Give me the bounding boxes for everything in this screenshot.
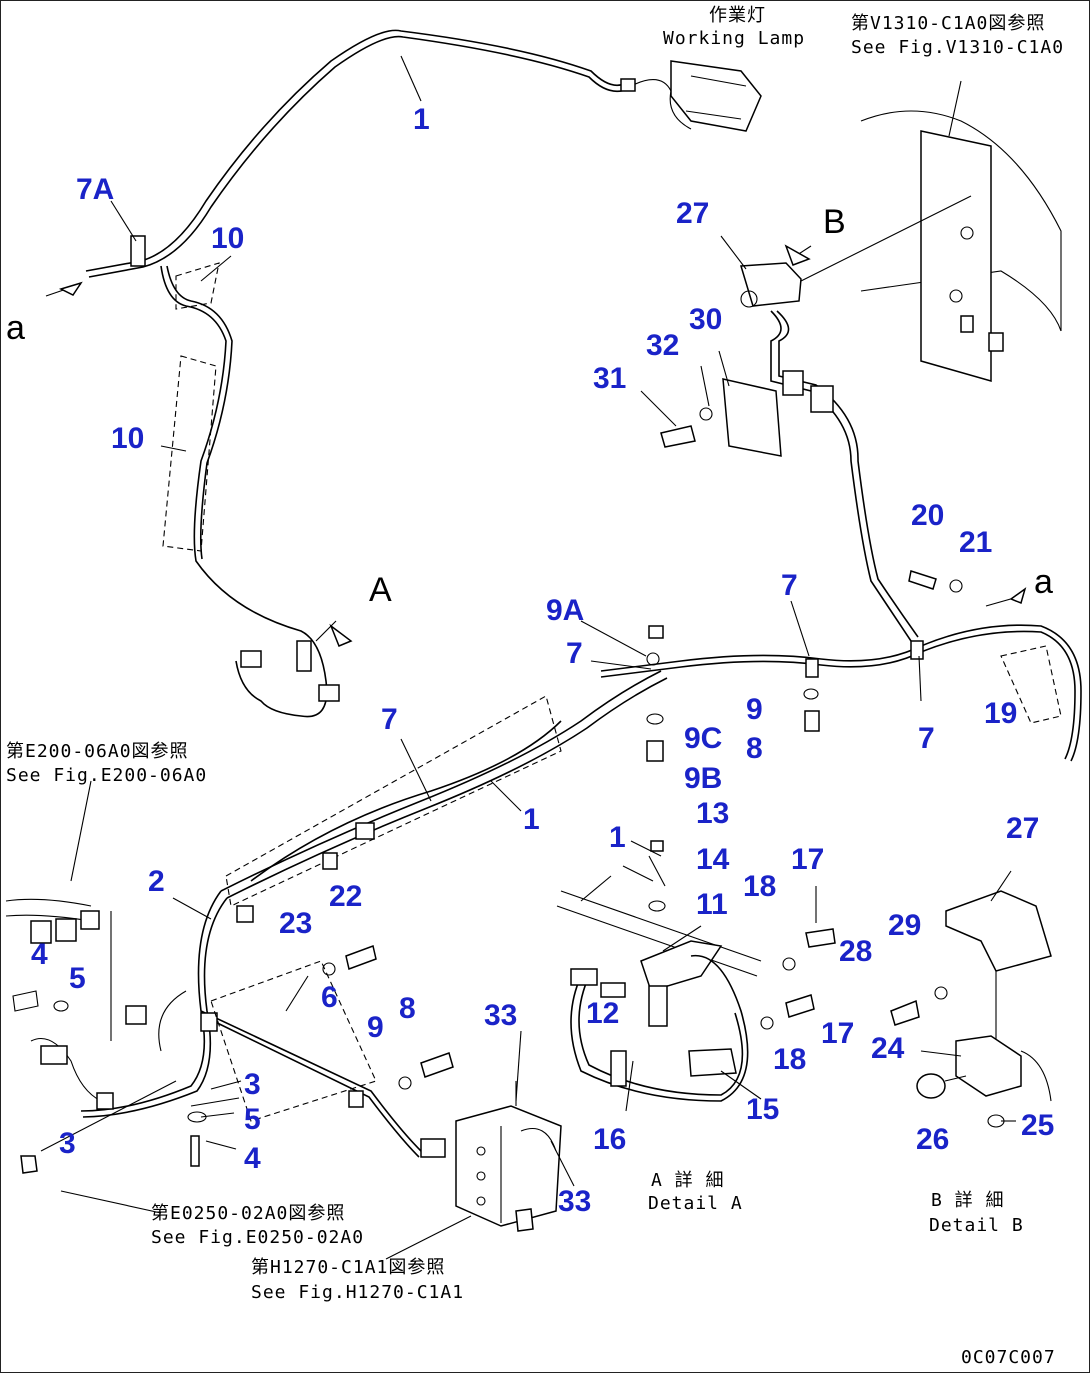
drawing-number: 0C07C007 <box>961 1347 1056 1368</box>
connector-A <box>296 640 312 672</box>
callout-17-b: 17 <box>821 1017 854 1050</box>
part-30-bracket <box>722 378 782 457</box>
callout-18-a: 18 <box>743 870 776 903</box>
ref-e200-en: See Fig.E200-06A0 <box>6 765 207 786</box>
view-letter-A: A <box>369 571 392 609</box>
callout-1-mid: 1 <box>523 803 540 836</box>
part-29-washer <box>934 986 948 1000</box>
callout-31: 31 <box>593 362 626 395</box>
ref-h1270-jp: 第H1270-C1A1図参照 <box>251 1257 445 1278</box>
callout-7-right-lower: 7 <box>918 722 935 755</box>
ref-e200-jp: 第E200-06A0図参照 <box>6 741 189 762</box>
callout-25: 25 <box>1021 1109 1054 1142</box>
callout-2: 2 <box>148 865 165 898</box>
detail-b-label-jp: B 詳 細 <box>931 1190 1005 1211</box>
part-9C-washer <box>646 713 664 725</box>
callout-7A: 7A <box>76 173 114 206</box>
callout-33-top: 33 <box>484 999 517 1032</box>
callout-14: 14 <box>696 843 730 876</box>
callout-10-mid: 10 <box>111 422 144 455</box>
fasteners <box>322 570 963 1090</box>
callout-7-mid-lower: 7 <box>381 703 398 736</box>
callout-3-left: 3 <box>59 1127 76 1160</box>
part-27-relay <box>740 262 802 307</box>
ref-h1270-en: See Fig.H1270-C1A1 <box>251 1282 464 1303</box>
callout-9-left: 9 <box>367 1011 384 1044</box>
callout-32: 32 <box>646 329 679 362</box>
part-26 <box>916 1073 946 1099</box>
callouts: 1 7A 10 10 27 30 32 31 20 21 7 9A 7 9 8 … <box>31 103 1054 1218</box>
callout-20: 20 <box>911 499 944 532</box>
part-31-bolt <box>660 425 696 448</box>
detail-a-label-en: Detail A <box>648 1193 743 1214</box>
callout-21: 21 <box>959 526 992 559</box>
callout-27-top: 27 <box>676 197 709 230</box>
callout-28: 28 <box>839 935 872 968</box>
clamp-7A <box>130 235 146 267</box>
callout-7-mid-upper: 7 <box>566 637 583 670</box>
right-harness <box>660 110 1062 642</box>
callout-33-bottom: 33 <box>558 1185 591 1218</box>
upper-harness <box>85 29 629 718</box>
part-24-bolt <box>890 999 920 1026</box>
callout-26: 26 <box>916 1123 949 1156</box>
callout-22: 22 <box>329 880 362 913</box>
view-letter-B: B <box>823 203 846 241</box>
view-arrows <box>58 244 1027 647</box>
ref-v1310-en: See Fig.V1310-C1A0 <box>851 37 1064 58</box>
callout-4-left: 4 <box>31 938 48 971</box>
valve-block <box>455 1081 562 1232</box>
view-letter-a-right: a <box>1034 563 1053 601</box>
reference-labels: 作業灯 Working Lamp 第V1310-C1A0図参照 See Fig.… <box>6 5 1064 1368</box>
callout-8-left: 8 <box>399 992 416 1025</box>
callout-10-top: 10 <box>211 222 244 255</box>
callout-5-right: 5 <box>244 1103 261 1136</box>
detail-b-label-en: Detail B <box>929 1215 1024 1236</box>
leader-lines <box>45 55 1022 1260</box>
callout-12: 12 <box>586 997 619 1030</box>
working-lamp <box>620 60 762 132</box>
callout-17-a: 17 <box>791 843 824 876</box>
callout-1-top: 1 <box>413 103 430 136</box>
callout-27-b: 27 <box>1006 812 1039 845</box>
callout-23: 23 <box>279 907 312 940</box>
part-9B-bolt <box>646 740 664 762</box>
callout-4-right: 4 <box>244 1142 261 1175</box>
detail-a-label-jp: A 詳 細 <box>651 1170 725 1191</box>
part-32-washer <box>699 407 713 421</box>
part-9A-nut <box>646 652 660 666</box>
callout-13: 13 <box>696 797 729 830</box>
working-lamp-label-jp: 作業灯 <box>709 5 766 26</box>
callout-11: 11 <box>696 888 728 921</box>
left-connectors <box>5 898 207 1174</box>
callout-9-right: 9 <box>746 693 763 726</box>
callout-5-left: 5 <box>69 962 86 995</box>
ref-e0250-en: See Fig.E0250-02A0 <box>151 1227 364 1248</box>
callout-9C: 9C <box>684 722 722 755</box>
view-letters: a a A B <box>6 203 1053 609</box>
part-27-cover <box>945 890 1052 972</box>
view-letter-a-left: a <box>6 309 25 347</box>
callout-8-right: 8 <box>746 732 763 765</box>
callout-3-right: 3 <box>244 1068 261 1101</box>
callout-29: 29 <box>888 909 921 942</box>
ref-v1310-jp: 第V1310-C1A0図参照 <box>851 13 1045 34</box>
callout-15: 15 <box>746 1093 779 1126</box>
main-harness <box>30 624 1082 1158</box>
callout-18-b: 18 <box>773 1043 806 1076</box>
ref-e0250-jp: 第E0250-02A0図参照 <box>151 1203 345 1224</box>
callout-7-right-upper: 7 <box>781 569 798 602</box>
callout-1-detail-a: 1 <box>609 821 626 854</box>
callout-6: 6 <box>321 981 338 1014</box>
callout-9A: 9A <box>546 594 584 627</box>
callout-19: 19 <box>984 697 1017 730</box>
callout-16: 16 <box>593 1123 626 1156</box>
callout-30: 30 <box>689 303 722 336</box>
callout-24: 24 <box>871 1032 905 1065</box>
working-lamp-label-en: Working Lamp <box>663 28 805 49</box>
detail-A-drawing <box>556 840 836 1102</box>
callout-9B: 9B <box>684 762 722 795</box>
